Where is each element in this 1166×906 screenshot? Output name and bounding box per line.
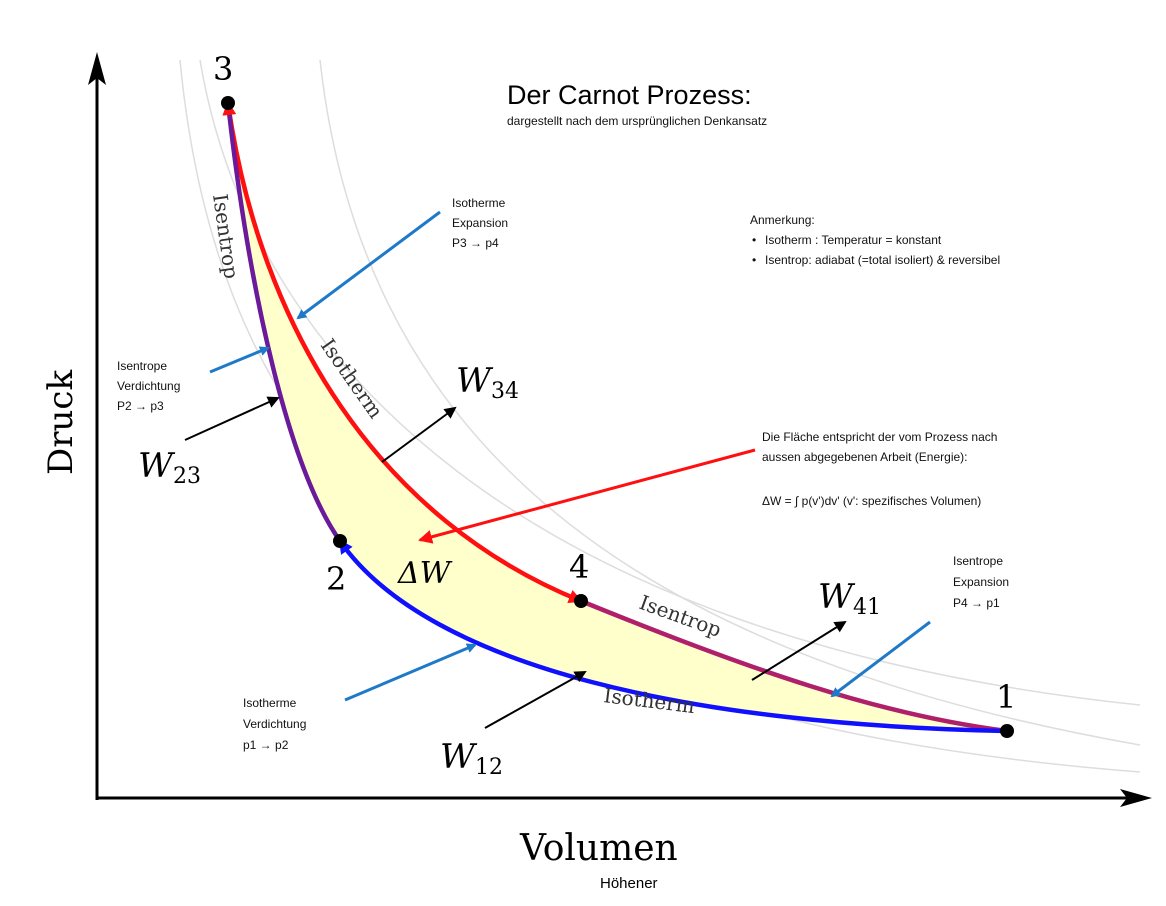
svg-text:Isotherme: Isotherme	[452, 196, 506, 210]
annotation-flaeche: Die Fläche entspricht der vom Prozess na…	[762, 430, 997, 508]
svg-text:Isentrope: Isentrope	[117, 359, 167, 373]
work-area	[228, 103, 1007, 731]
svg-text:Verdichtung: Verdichtung	[243, 717, 306, 731]
svg-text:aussen abgegebenen Arbeit (En: aussen abgegebenen Arbeit (Energie):	[762, 450, 967, 464]
isentrop-2-3	[222, 101, 342, 543]
callout-arrows	[209, 210, 931, 702]
x-axis-arrow	[1120, 789, 1152, 807]
annotation-anmerkung: Anmerkung: • Isotherm : Temperatur = kon…	[750, 213, 1000, 267]
point-label-4: 4	[569, 548, 589, 586]
work-label-w23: W23	[138, 446, 201, 489]
work-label-w41: W41	[818, 577, 881, 620]
work-label-w34: W34	[456, 361, 519, 404]
point-label-3: 3	[213, 50, 233, 88]
work-label-w12: W12	[440, 737, 503, 780]
svg-text:Die Fläche entspricht der vom: Die Fläche entspricht der vom Prozess na…	[762, 430, 997, 444]
axes	[95, 62, 1140, 800]
svg-text:Expansion: Expansion	[452, 216, 508, 230]
point-label-2: 2	[326, 560, 346, 598]
point-label-1: 1	[996, 678, 1016, 716]
work-arrows	[184, 396, 847, 729]
svg-text:p1 → p2: p1 → p2	[243, 738, 289, 752]
point-1	[1000, 724, 1014, 738]
svg-text:•: •	[752, 233, 756, 247]
svg-text:Anmerkung:: Anmerkung:	[750, 213, 815, 227]
diagram-title: Der Carnot Prozess:	[507, 80, 752, 110]
state-points	[221, 96, 1014, 738]
delta-w-label: ΔW	[397, 556, 453, 591]
svg-text:P2 → p3: P2 → p3	[117, 399, 164, 413]
svg-text:Isotherm : Temperatur = konsta: Isotherm : Temperatur = konstant	[765, 233, 942, 247]
annotation-isentrope-verdichtung: Isentrope Verdichtung P2 → p3	[117, 359, 180, 413]
isentrop-4-1	[580, 598, 1008, 734]
author-label: Höhener	[600, 875, 658, 892]
svg-text:P4 → p1: P4 → p1	[953, 596, 1000, 610]
annotation-isentrope-expansion: Isentrope Expansion P4 → p1	[953, 554, 1009, 610]
y-axis-arrow	[88, 52, 106, 85]
svg-text:•: •	[752, 253, 756, 267]
svg-text:Isentrope: Isentrope	[953, 554, 1003, 568]
svg-text:Isotherme: Isotherme	[243, 696, 297, 710]
svg-text:Isentrop: adiabat (=total isol: Isentrop: adiabat (=total isoliert) & re…	[765, 253, 1000, 267]
annotation-isotherme-verdichtung: Isotherme Verdichtung p1 → p2	[243, 696, 306, 752]
isotherm-1-2	[338, 539, 1008, 734]
x-axis-label: Volumen	[519, 828, 678, 869]
point-3	[221, 96, 235, 110]
diagram-subtitle: dargestellt nach dem ursprünglichen Denk…	[507, 114, 767, 128]
area-arrow	[418, 448, 756, 544]
point-4	[574, 594, 588, 608]
isotherm-3-4	[225, 102, 583, 604]
svg-text:Expansion: Expansion	[953, 575, 1009, 589]
svg-text:P3 → p4: P3 → p4	[452, 236, 499, 250]
svg-text:Verdichtung: Verdichtung	[117, 379, 180, 393]
svg-text:ΔW = ∫ p(v')dv' (v': spezifi: ΔW = ∫ p(v')dv' (v': spezifisches Volume…	[762, 494, 981, 508]
annotation-isotherme-expansion: Isotherme Expansion P3 → p4	[452, 196, 508, 250]
y-axis-label: Druck	[41, 370, 81, 475]
point-2	[333, 534, 347, 548]
